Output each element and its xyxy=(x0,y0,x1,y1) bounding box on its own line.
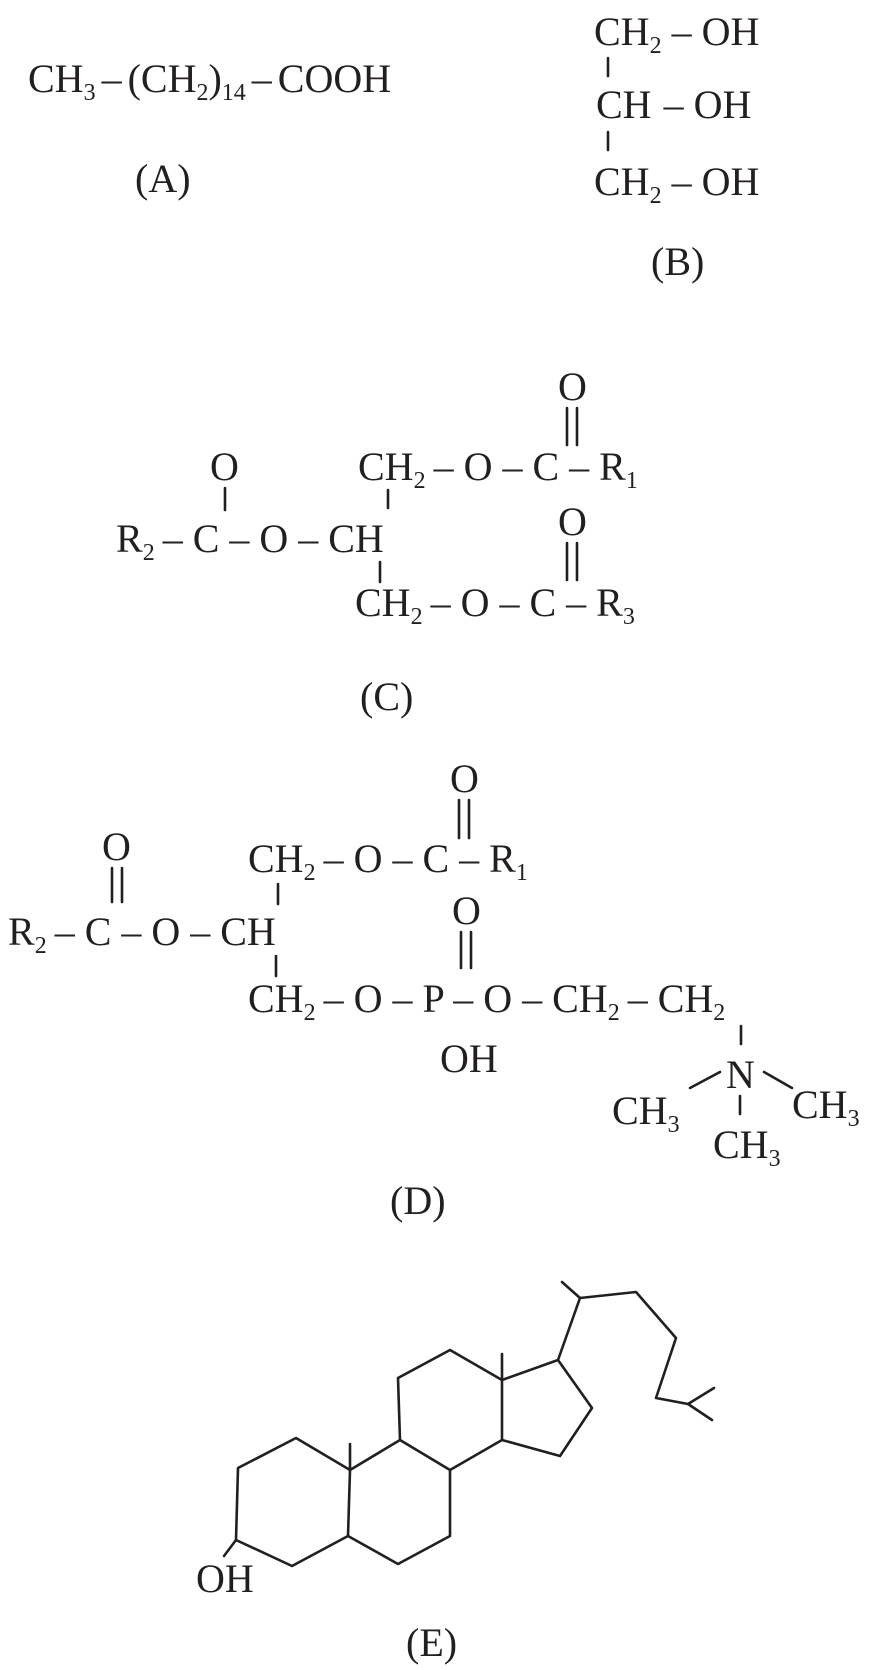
structure-d-oh: OH xyxy=(440,1036,498,1081)
structure-d-ch3-right: CH3 xyxy=(792,1082,860,1132)
structure-d-row-bottom: CH2– O – P – O – CH2– CH2 xyxy=(248,976,725,1026)
structure-c-row-mid: R2– C – O – CH xyxy=(116,516,384,566)
structure-d: O O CH2– O – C – R1 O R2– C – O – CH CH2… xyxy=(8,756,860,1223)
structure-c-row-top: CH2– O – C – R1 xyxy=(358,444,638,494)
structure-c-row-bottom: CH2– O – C – R3 xyxy=(355,580,635,630)
structure-e-ring-b xyxy=(346,1438,452,1566)
structure-a-caption: (A) xyxy=(135,156,191,201)
structure-d-row-top: CH2– O – C – R1 xyxy=(248,836,528,886)
structure-d-o-top: O xyxy=(450,756,479,801)
structure-b-caption: (B) xyxy=(651,239,704,284)
structure-e-terminal-a xyxy=(686,1386,716,1406)
structure-d-row-mid: R2– C – O – CH xyxy=(8,909,276,959)
structure-e-ring-a xyxy=(234,1436,352,1568)
structure-d-ch3-left: CH3 xyxy=(612,1088,680,1138)
structure-b-row3: CH2– OH xyxy=(594,159,759,209)
structure-d-o-phosphate: O xyxy=(452,888,481,933)
structure-c-o-top: O xyxy=(558,364,587,409)
structure-e-ring-d xyxy=(500,1358,594,1458)
structure-d-o-left: O xyxy=(102,824,131,869)
structure-e: OH (E) xyxy=(196,1280,716,1665)
structure-b-row1: CH2– OH xyxy=(594,9,759,59)
structure-c: O CH2– O – C – R1 O O R2– C – O – CH CH2… xyxy=(116,364,638,719)
structure-e-oh: OH xyxy=(196,1556,254,1601)
structure-d-n: N xyxy=(726,1052,755,1097)
structure-d-bond-n-left xyxy=(688,1070,722,1090)
structure-e-methyl-20 xyxy=(560,1280,582,1300)
structure-e-bond-oh xyxy=(222,1538,238,1558)
structure-d-bond-n-right xyxy=(762,1070,794,1090)
structure-e-ring-c xyxy=(396,1348,504,1472)
structure-b: CH2– OH CH– OH CH2– OH (B) xyxy=(594,9,759,284)
structure-e-side-chain xyxy=(556,1290,690,1406)
structure-c-caption: (C) xyxy=(360,674,413,719)
structure-a-formula: CH3–(CH2)14–COOH xyxy=(28,56,391,106)
structure-c-o-left: O xyxy=(210,444,239,489)
structure-b-row2: CH– OH xyxy=(596,82,751,127)
structure-a: CH3–(CH2)14–COOH (A) xyxy=(28,56,391,201)
structure-d-ch3-bottom: CH3 xyxy=(713,1122,781,1172)
structure-e-terminal-b xyxy=(686,1402,714,1422)
structure-d-caption: (D) xyxy=(390,1178,446,1223)
structure-c-o-mid: O xyxy=(558,499,587,544)
structure-e-caption: (E) xyxy=(406,1620,457,1665)
